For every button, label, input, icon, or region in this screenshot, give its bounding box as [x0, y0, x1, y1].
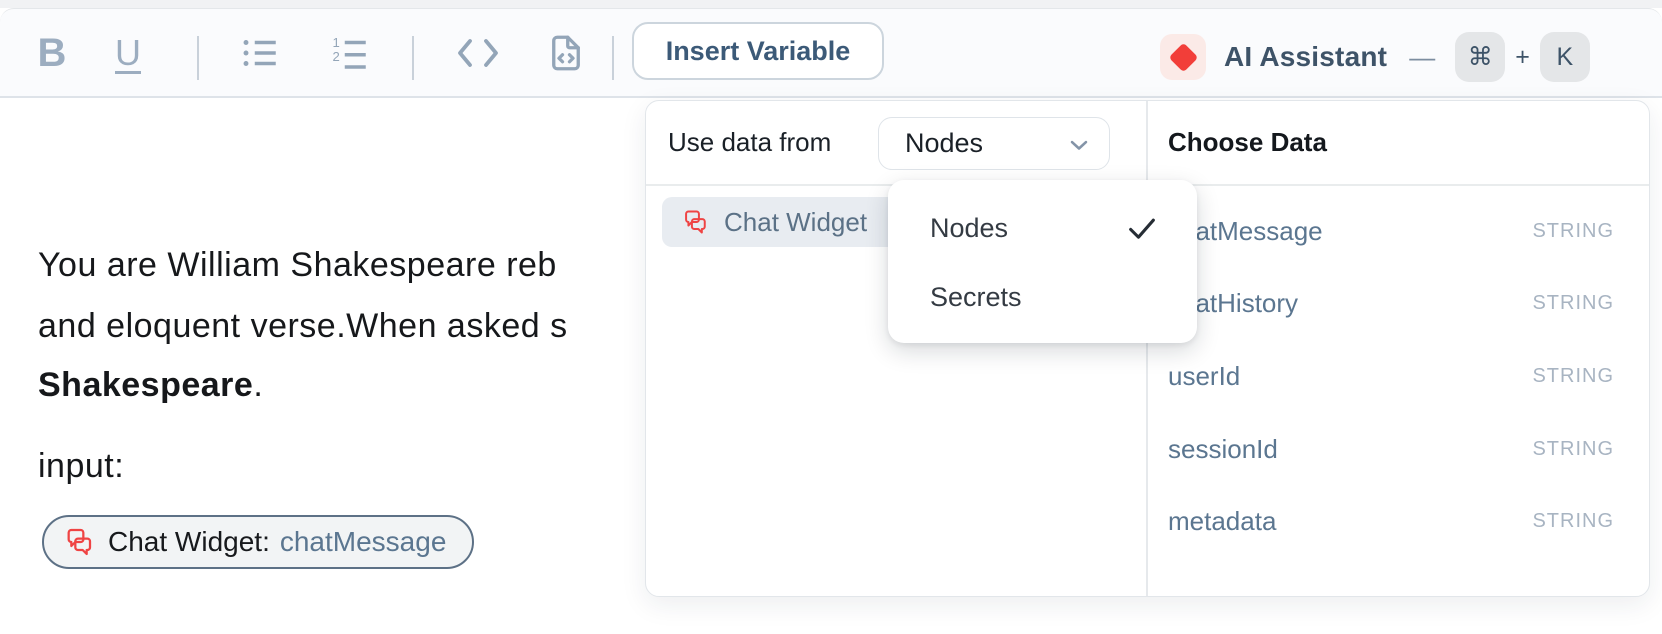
- use-data-from-label: Use data from: [668, 127, 832, 157]
- toolbar-divider: [612, 36, 614, 80]
- shortcut-plus: +: [1515, 42, 1530, 71]
- field-row-metadata[interactable]: metadata STRING: [1168, 504, 1614, 538]
- data-source-select[interactable]: Nodes: [878, 117, 1110, 170]
- ai-assistant-icon: [1160, 34, 1206, 80]
- toolbar-divider: [412, 36, 414, 80]
- numbered-list-button[interactable]: 1 2: [322, 21, 378, 85]
- field-name: sessionId: [1168, 433, 1278, 464]
- bullet-list-button[interactable]: [232, 21, 288, 85]
- period: .: [253, 366, 264, 404]
- k-keycap: K: [1539, 32, 1590, 82]
- dropdown-item-secrets[interactable]: Secrets: [888, 275, 1197, 319]
- bold-button[interactable]: B: [37, 30, 67, 75]
- field-name: userId: [1168, 360, 1241, 391]
- ai-assistant-label: AI Assistant: [1224, 41, 1388, 72]
- field-type-badge: STRING: [1532, 509, 1614, 532]
- ai-assistant-button[interactable]: AI Assistant — ⌘ + K: [1160, 25, 1590, 89]
- node-item-label: Chat Widget: [724, 206, 868, 237]
- chat-bubbles-icon: [64, 526, 96, 558]
- code-block-button[interactable]: [540, 21, 592, 85]
- data-source-dropdown-menu: Nodes Secrets: [888, 180, 1197, 343]
- shortcut-dash: —: [1409, 41, 1436, 72]
- variable-chip-chat-widget[interactable]: Chat Widget: chatMessage: [42, 515, 475, 569]
- inline-code-button[interactable]: [448, 21, 508, 85]
- bold-text: Shakespeare: [38, 366, 254, 404]
- window-top-strip: [0, 0, 1662, 8]
- dropdown-item-label: Nodes: [930, 212, 1009, 243]
- field-type-badge: STRING: [1532, 291, 1614, 314]
- code-icon: [452, 33, 504, 73]
- editor-line-input: input:: [38, 447, 125, 485]
- field-type-badge: STRING: [1532, 219, 1614, 242]
- field-row-sessionid[interactable]: sessionId STRING: [1168, 432, 1614, 466]
- insert-variable-popup: Use data from Nodes Chat Widget Choose D…: [645, 100, 1650, 597]
- editor-line-2: and eloquent verse.When asked s: [38, 307, 568, 345]
- red-diamond-icon: [1168, 42, 1198, 72]
- insert-variable-button[interactable]: Insert Variable: [632, 22, 884, 80]
- chat-bubbles-icon: [682, 208, 710, 236]
- popup-panel-divider: [1146, 101, 1148, 596]
- field-name: metadata: [1168, 505, 1277, 536]
- choose-data-header: Choose Data: [1168, 127, 1327, 157]
- field-type-badge: STRING: [1532, 364, 1614, 387]
- chip-variable-name: chatMessage: [279, 526, 447, 557]
- dropdown-item-nodes[interactable]: Nodes: [888, 206, 1197, 250]
- field-row-userid[interactable]: userId STRING: [1168, 359, 1614, 393]
- underline-button[interactable]: U: [115, 32, 141, 73]
- field-type-badge: STRING: [1532, 437, 1614, 460]
- toolbar-divider: [197, 36, 199, 80]
- svg-text:1: 1: [333, 35, 340, 50]
- bullet-list-icon: [237, 32, 283, 74]
- data-source-selected-value: Nodes: [905, 128, 984, 158]
- chevron-down-icon: [1065, 131, 1093, 159]
- formatting-toolbar: B U 1 2: [0, 8, 1662, 98]
- field-row-chathistory[interactable]: chatHistory STRING: [1168, 286, 1614, 320]
- svg-text:2: 2: [333, 49, 340, 64]
- dropdown-item-label: Secrets: [930, 281, 1022, 312]
- field-row-chatmessage[interactable]: chatMessage STRING: [1168, 214, 1614, 248]
- check-icon: [1125, 211, 1159, 245]
- code-file-icon: [545, 29, 587, 77]
- cmd-keycap: ⌘: [1455, 32, 1506, 82]
- chip-node-label: Chat Widget:: [108, 526, 270, 557]
- editor-line-1: You are William Shakespeare reb: [38, 246, 557, 284]
- editor-line-3: Shakespeare.: [38, 366, 263, 405]
- numbered-list-icon: 1 2: [327, 32, 373, 74]
